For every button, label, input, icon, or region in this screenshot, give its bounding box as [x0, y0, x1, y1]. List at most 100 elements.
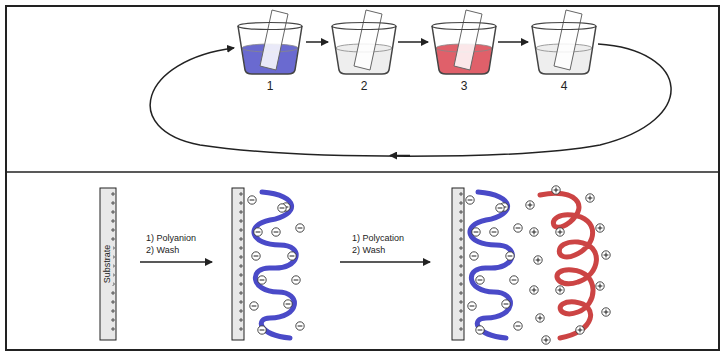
- beaker-rim: [432, 23, 496, 30]
- charge: [502, 300, 510, 308]
- charge: [596, 282, 604, 290]
- step-number: 3: [461, 80, 468, 93]
- charge-sign: [470, 306, 475, 307]
- surface-charge: [113, 237, 114, 241]
- charge-sign: [516, 326, 521, 327]
- slide: [354, 10, 382, 70]
- step-text: 2) Wash: [146, 246, 179, 256]
- beaker: [432, 26, 496, 74]
- charge: [466, 196, 474, 204]
- charge-sign: [546, 338, 547, 343]
- charge: [288, 252, 296, 260]
- surface-charge: [241, 201, 242, 205]
- charge: [284, 300, 292, 308]
- charge-sign: [254, 256, 259, 257]
- charge: [506, 252, 514, 260]
- charge-sign: [478, 330, 483, 331]
- charge: [576, 326, 584, 334]
- surface-charge: [461, 192, 462, 196]
- surface-charge: [241, 255, 242, 259]
- surface-charge: [113, 291, 114, 295]
- surface-charge: [461, 318, 462, 322]
- beaker: [332, 26, 396, 74]
- surface-charge: [461, 273, 462, 277]
- charge: [472, 228, 480, 236]
- charge: [258, 326, 266, 334]
- surface-charge: [241, 309, 242, 313]
- charge: [602, 308, 610, 316]
- charge: [296, 224, 304, 232]
- charge: [586, 194, 594, 202]
- surface-charge: [241, 228, 242, 232]
- charge: [468, 302, 476, 310]
- charge-sign: [600, 226, 601, 231]
- surface-charge: [241, 210, 242, 214]
- charge: [514, 224, 522, 232]
- charge: [490, 228, 498, 236]
- charge-sign: [534, 230, 535, 235]
- charge: [552, 186, 560, 194]
- charge-sign: [492, 232, 497, 233]
- charge: [278, 204, 286, 212]
- surface-charge: [461, 237, 462, 241]
- surface-charge: [241, 318, 242, 322]
- charge-sign: [260, 330, 265, 331]
- charge: [476, 276, 484, 284]
- surface-charge: [461, 228, 462, 232]
- surface-charge: [461, 327, 462, 331]
- charge-sign: [280, 208, 285, 209]
- charge: [296, 322, 304, 330]
- surface-charge: [113, 327, 114, 331]
- charge: [510, 276, 518, 284]
- surface-charge: [461, 291, 462, 295]
- surface-charge: [113, 300, 114, 304]
- charge: [534, 256, 542, 264]
- surface-charge: [113, 192, 114, 196]
- charge: [476, 326, 484, 334]
- beaker: [532, 26, 596, 74]
- charge-sign: [538, 258, 539, 263]
- charge-sign: [590, 196, 591, 201]
- slide: [454, 10, 482, 70]
- polycation-chain: [540, 193, 596, 338]
- charge: [248, 196, 256, 204]
- charge: [514, 322, 522, 330]
- beakers: [238, 10, 596, 74]
- charge: [556, 228, 564, 236]
- charge: [496, 204, 504, 212]
- charge-sign: [516, 228, 521, 229]
- surface-charge: [241, 282, 242, 286]
- charge-sign: [260, 280, 265, 281]
- charge-sign: [560, 230, 561, 235]
- surface-charge: [241, 273, 242, 277]
- charge: [292, 276, 300, 284]
- step-number: 4: [561, 80, 568, 93]
- cycle-arrows: [150, 42, 671, 156]
- beaker-rim: [332, 23, 396, 30]
- surface-charge: [241, 192, 242, 196]
- charge: [536, 314, 544, 322]
- surface-charge: [241, 219, 242, 223]
- charge-sign: [606, 253, 607, 258]
- charge-sign: [472, 256, 477, 257]
- charge: [530, 228, 538, 236]
- slide: [554, 10, 582, 70]
- frame: [6, 6, 719, 350]
- surface-charge: [461, 219, 462, 223]
- surface-charge: [113, 210, 114, 214]
- surface-charge: [461, 264, 462, 268]
- charge-sign: [250, 200, 255, 201]
- surface-charge: [461, 300, 462, 304]
- charge-sign: [606, 310, 607, 315]
- charge-sign: [252, 306, 257, 307]
- charge-sign: [508, 256, 513, 257]
- surface-charge: [113, 228, 114, 232]
- step-arrows: [140, 261, 430, 263]
- charge-sign: [540, 316, 541, 321]
- charge-sign: [580, 328, 581, 333]
- surface-charge: [241, 291, 242, 295]
- surface-charge: [113, 219, 114, 223]
- charge-sign: [556, 188, 557, 193]
